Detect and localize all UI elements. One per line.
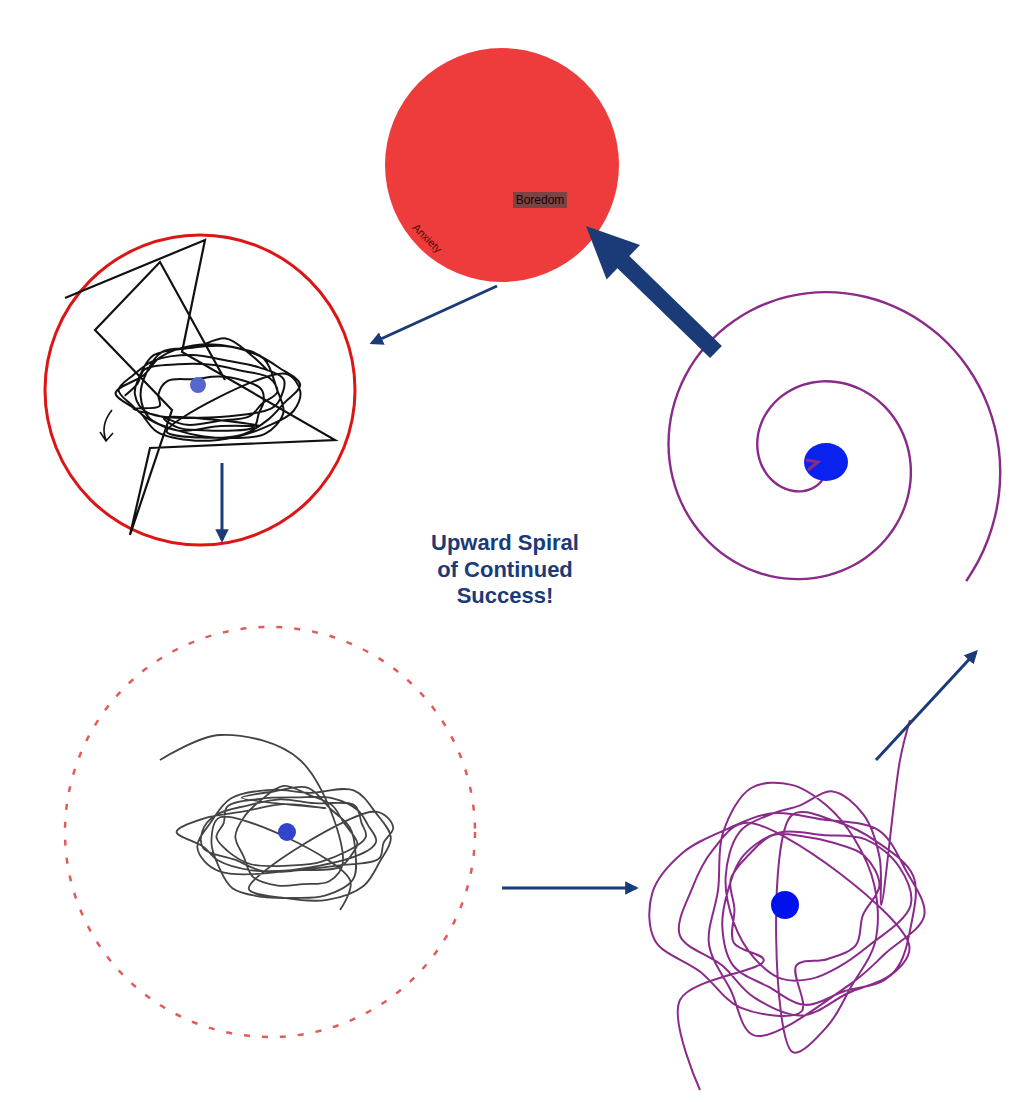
scribble-loops — [115, 338, 300, 441]
dashed-circle — [65, 627, 475, 1037]
scribble-arrow — [100, 410, 113, 441]
focus-dot — [771, 891, 799, 919]
node-label: Boredom — [513, 192, 568, 208]
cycle-caption: Upward Spiral of Continued Success! — [425, 530, 585, 609]
scribble-loops — [160, 735, 393, 910]
flow-arrow — [502, 887, 636, 890]
scribble-loops — [649, 720, 924, 1090]
circle-outline — [385, 48, 619, 282]
focus-dot — [190, 377, 206, 393]
success-spiral — [669, 292, 1001, 581]
flow-arrow — [221, 463, 224, 540]
spiral-start — [806, 460, 818, 470]
anxiety-ring: BoredomAnxiety — [385, 48, 619, 282]
circle-shape — [385, 48, 619, 282]
flow-arrow — [876, 652, 976, 760]
scribble-lines — [65, 240, 335, 535]
focus-blob — [804, 443, 848, 481]
scribbles — [65, 240, 1000, 1090]
focus-dot — [278, 823, 296, 841]
big-arrow — [586, 226, 722, 358]
stage-circle — [45, 235, 355, 545]
flow-arrow — [372, 286, 497, 343]
